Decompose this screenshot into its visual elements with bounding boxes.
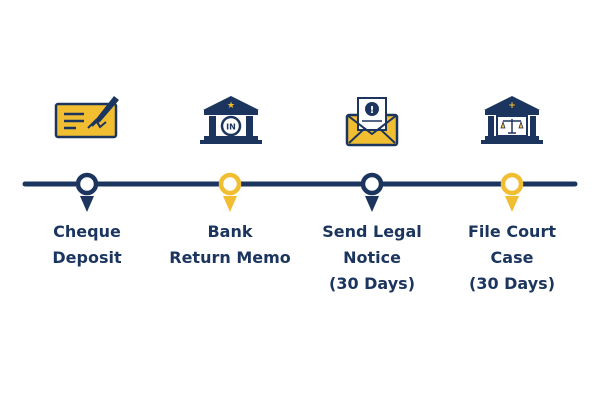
label-line: Cheque (53, 222, 121, 241)
bank-in-icon: ★ IN (200, 96, 262, 144)
pin-file-court-case (500, 172, 524, 212)
step-label-send-legal-notice: Send Legal Notice (30 Days) (297, 219, 447, 297)
step-label-cheque-deposit: Cheque Deposit (12, 219, 162, 271)
step-label-file-court-case: File Court Case (30 Days) (437, 219, 587, 297)
cheque-pen-icon (54, 96, 119, 139)
label-line: Notice (343, 248, 401, 267)
label-line: Deposit (52, 248, 122, 267)
label-line: (30 Days) (329, 274, 415, 293)
pin-send-legal-notice (360, 172, 384, 212)
label-line: Return Memo (169, 248, 291, 267)
pin-cheque-deposit (75, 172, 99, 212)
bank-in-label: IN (226, 123, 236, 132)
label-line: Send Legal (322, 222, 422, 241)
label-line: Bank (207, 222, 253, 241)
label-line: File Court (468, 222, 556, 241)
court-scales-icon: + (481, 96, 543, 144)
notice-exclamation: ! (370, 105, 375, 116)
step-label-bank-return-memo: Bank Return Memo (155, 219, 305, 271)
label-line: (30 Days) (469, 274, 555, 293)
label-line: Case (490, 248, 534, 267)
pin-bank-return-memo (218, 172, 242, 212)
legal-notice-envelope-icon: ! (345, 97, 399, 147)
svg-text:★: ★ (227, 101, 235, 111)
svg-text:+: + (508, 101, 516, 111)
